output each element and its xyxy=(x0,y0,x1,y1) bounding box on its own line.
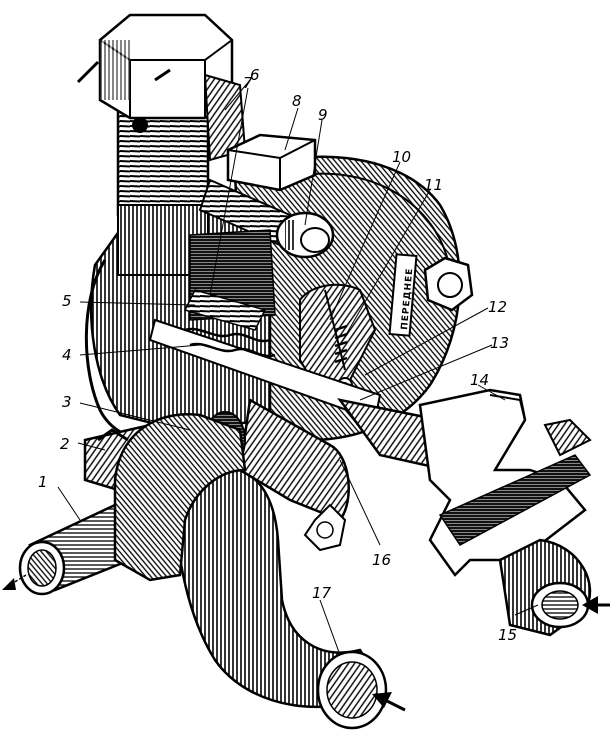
callout-12: 12 xyxy=(488,298,507,316)
housing-nut xyxy=(423,256,474,312)
tube-and-lever-14 xyxy=(337,388,592,577)
leader-5 xyxy=(79,301,196,306)
leader-9 xyxy=(304,119,323,226)
callout-13: 13 xyxy=(490,334,509,352)
leader-14 xyxy=(477,384,506,401)
callout-14: 14 xyxy=(470,371,489,389)
leader-15 xyxy=(514,604,539,616)
callout-5: 5 xyxy=(62,292,72,310)
leader-13 xyxy=(359,344,493,401)
bend-pipe-17 xyxy=(173,466,388,730)
inlet-arrow-17 xyxy=(372,692,406,712)
pipe-1 xyxy=(18,503,132,596)
leader-6 xyxy=(224,79,251,111)
screw-9 xyxy=(198,178,335,259)
callout-2: 2 xyxy=(60,435,70,453)
callout-10: 10 xyxy=(392,148,411,166)
callouts: 1 2 3 4 5 6 7 8 9 10 11 12 13 14 15 16 1… xyxy=(38,66,517,644)
front-nameplate: ПЕРЕДНЕЕ xyxy=(388,253,418,337)
callout-11: 11 xyxy=(424,176,443,194)
leader-3 xyxy=(79,402,191,431)
leader-8 xyxy=(284,107,299,151)
callout-6: 6 xyxy=(250,66,260,84)
callout-15: 15 xyxy=(498,626,517,644)
callout-1: 1 xyxy=(38,473,48,491)
callout-17: 17 xyxy=(312,584,332,602)
leader-7 xyxy=(209,87,249,296)
leader-12 xyxy=(364,307,489,376)
pipe-15 xyxy=(498,538,592,637)
callout-3: 3 xyxy=(62,393,72,411)
callout-9: 9 xyxy=(318,106,328,124)
leader-lines xyxy=(57,79,539,656)
outlet-arrow-1 xyxy=(2,574,27,590)
mount-body-3 xyxy=(113,413,247,582)
callout-16: 16 xyxy=(372,551,391,569)
leader-17 xyxy=(319,599,341,656)
callout-4: 4 xyxy=(62,346,72,364)
leader-1 xyxy=(57,486,81,521)
leader-10 xyxy=(329,161,401,321)
block-8 xyxy=(226,133,317,192)
leader-4 xyxy=(79,344,201,356)
leader-11 xyxy=(339,189,431,346)
callout-7: 7 xyxy=(243,74,253,92)
leader-2 xyxy=(77,442,106,451)
leader-16 xyxy=(339,459,381,546)
callout-8: 8 xyxy=(292,92,302,110)
inlet-arrow-15 xyxy=(582,596,610,614)
